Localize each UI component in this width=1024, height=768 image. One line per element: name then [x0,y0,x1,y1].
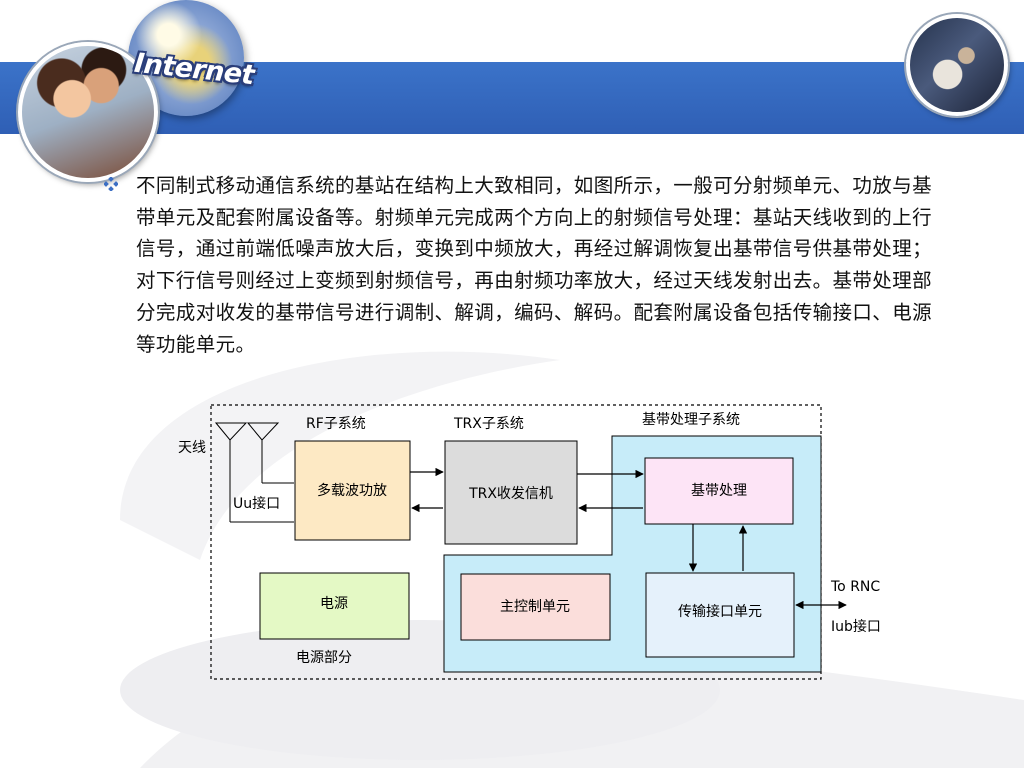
uu-interface-label: Uu接口 [233,495,280,512]
power-label: 电源 [320,596,348,612]
to-rnc-label: To RNC [830,579,880,595]
trx-transceiver-block [444,440,578,545]
power-section-title: 电源部分 [296,650,352,666]
baseband-subsystem-title: 基带处理子系统 [642,411,740,428]
antenna-label: 天线 [178,440,206,456]
business-photo [906,14,1008,116]
baseband-processing-label: 基带处理 [691,482,747,499]
power-block [259,572,410,640]
base-station-diagram: 天线 Uu接口 RF子系统 多载波功放 TRX子系统 TRX收发信机 基带处理子… [178,404,881,680]
transport-interface-block [645,572,795,658]
signal-arrows [410,467,847,610]
multi-carrier-pa-block [294,440,411,541]
bullet-diamond-icon [104,177,118,191]
main-control-label: 主控制单元 [500,599,570,615]
trx-subsystem-title: TRX子系统 [453,416,524,432]
multi-carrier-pa-label: 多载波功放 [317,482,387,499]
transport-interface-label: 传输接口单元 [678,603,762,620]
body-paragraph: 不同制式移动通信系统的基站在结构上大致相同，如图所示，一般可分射频单元、功放与基… [136,174,933,356]
antenna-icon [214,422,294,523]
rf-subsystem-title: RF子系统 [306,416,366,432]
main-control-block [460,573,611,641]
family-photo [18,42,158,182]
iub-interface-label: Iub接口 [831,618,881,635]
trx-transceiver-label: TRX收发信机 [468,486,553,502]
baseband-processing-block [644,457,794,525]
